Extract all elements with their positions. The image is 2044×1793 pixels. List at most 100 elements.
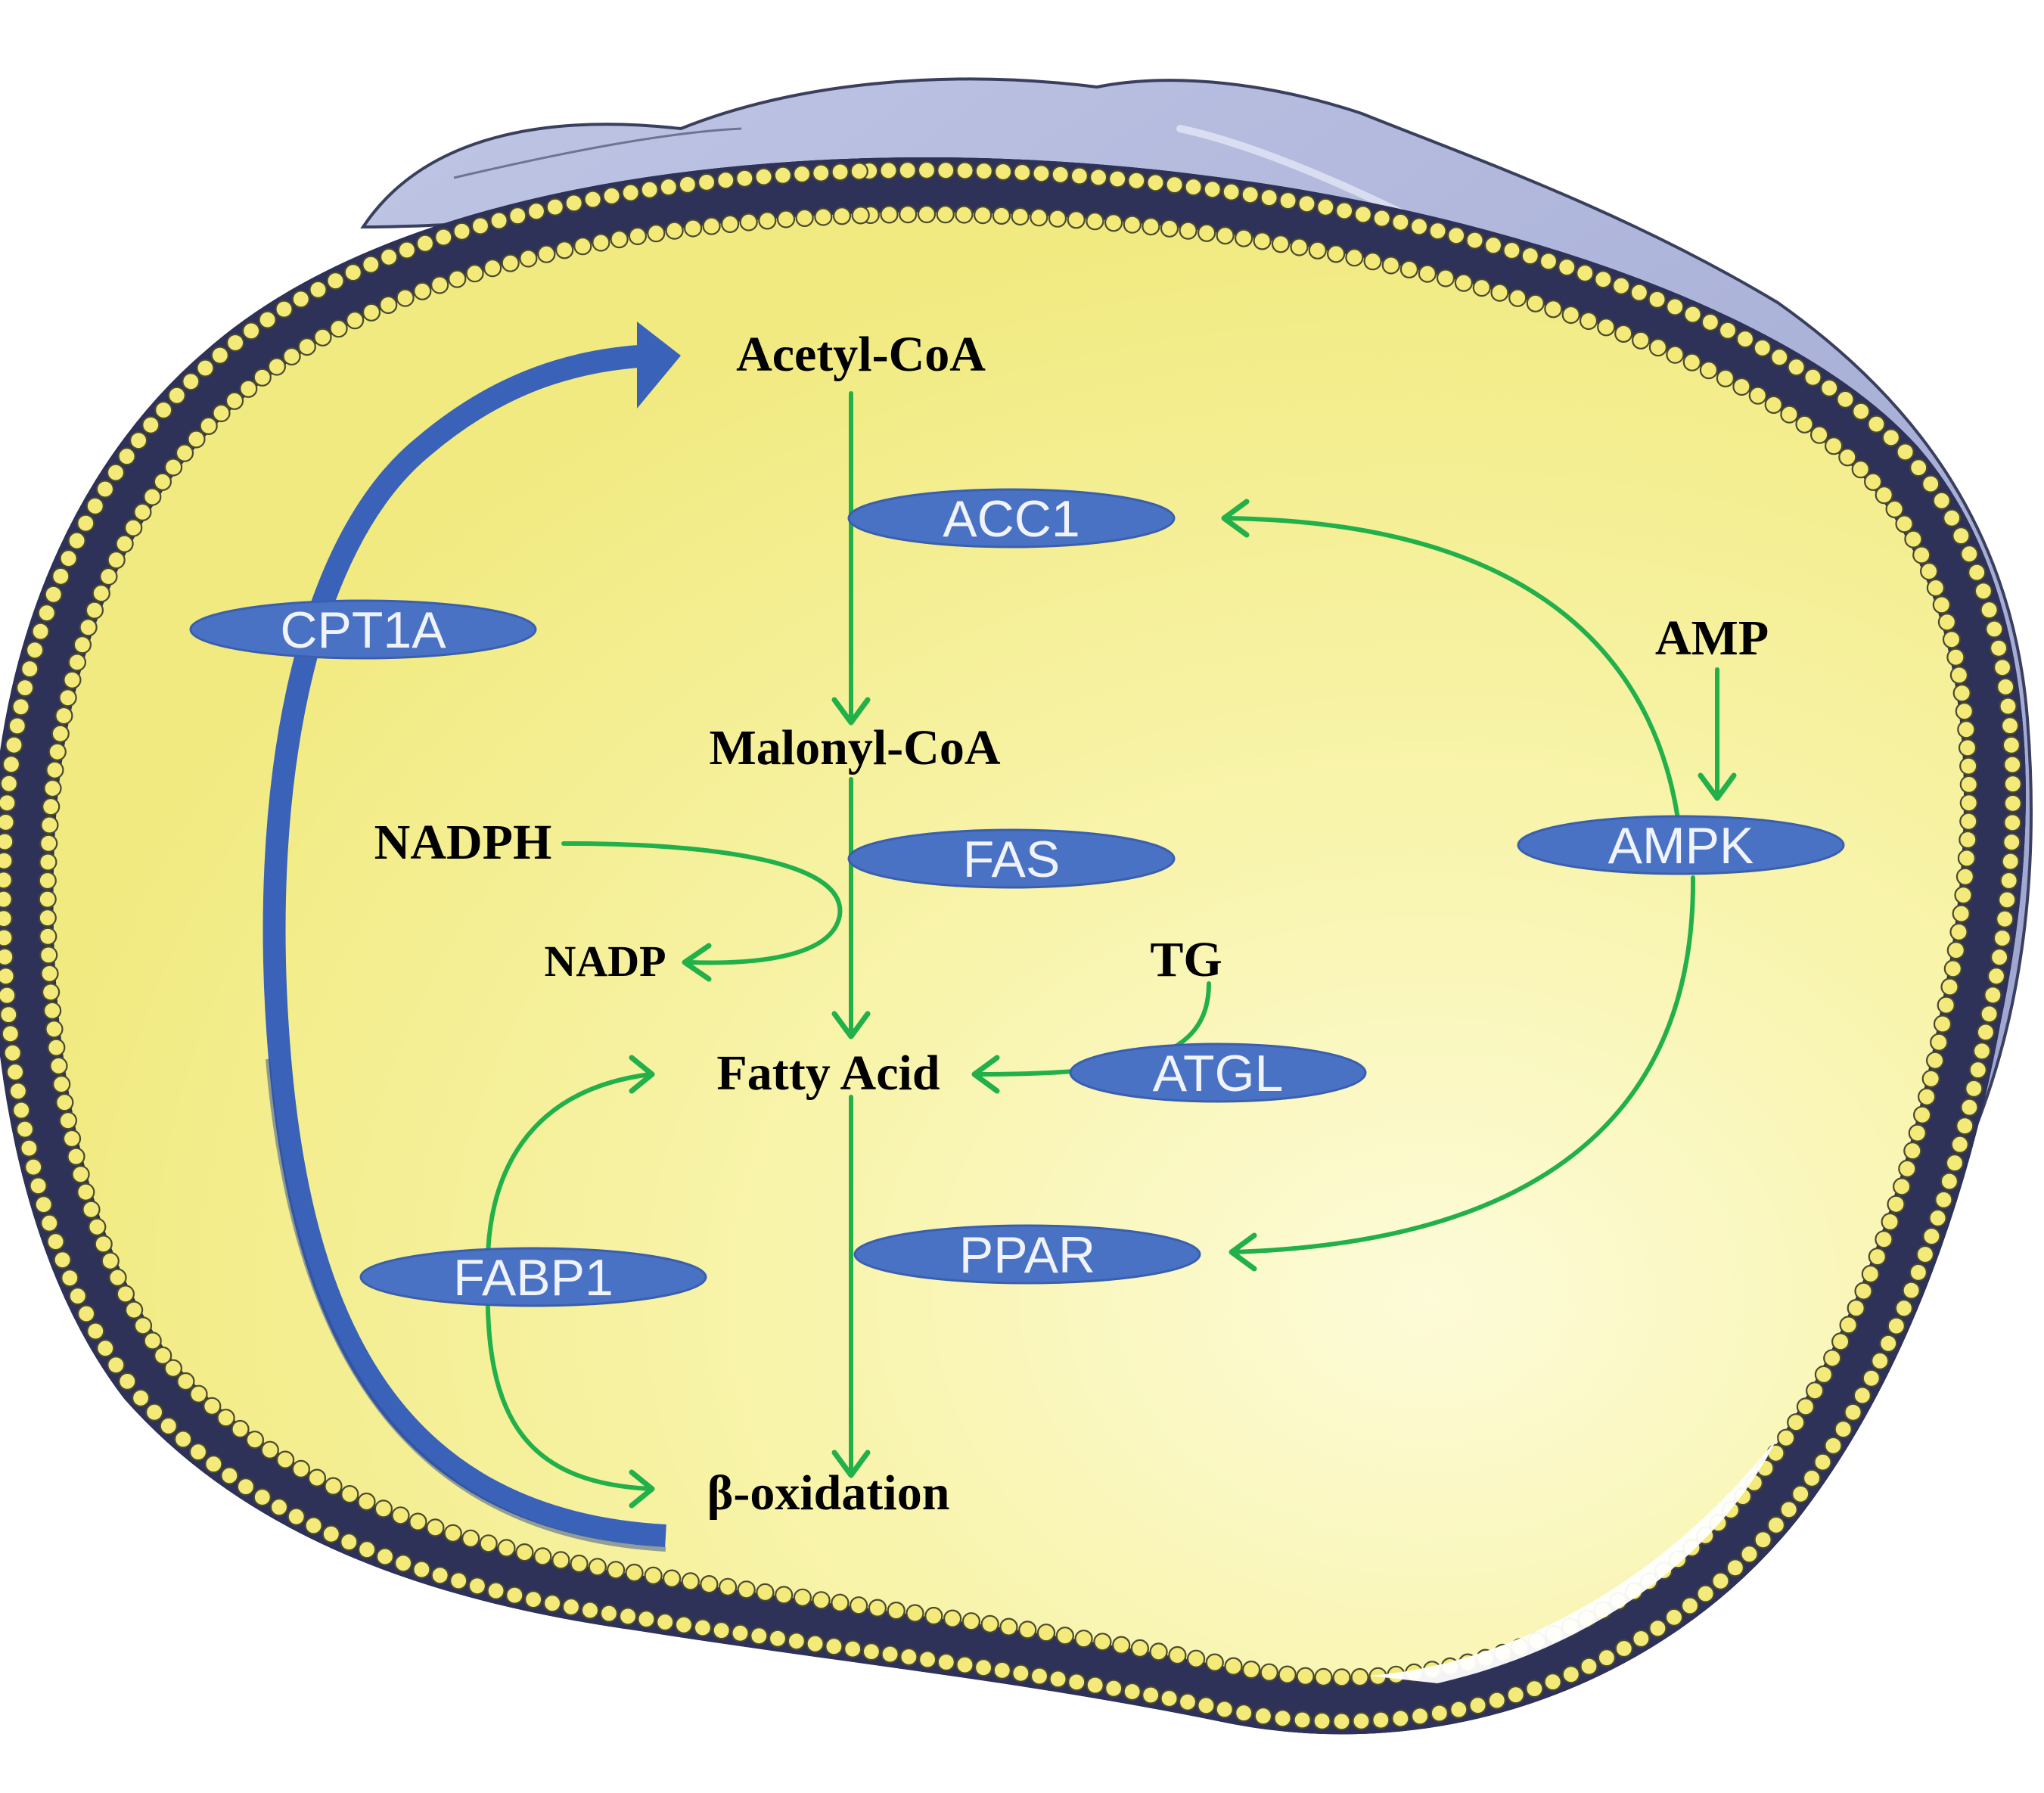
arrow-fa-to-beta-head [831,1450,871,1478]
phospholipid-head [1754,1530,1772,1549]
cpt1a-arrow-head [637,322,681,409]
phospholipid-head [1334,201,1354,220]
phospholipid-head [1436,269,1455,287]
phospholipid-head [1222,182,1241,201]
phospholipid-head [154,1346,172,1366]
phospholipid-head [1932,595,1951,614]
phospholipid-head [1597,1649,1616,1667]
phospholipid-head [1976,1023,1995,1042]
phospholipid-head [124,518,143,537]
enzyme-ampk: AMPK [1517,815,1845,875]
enzyme-fas-label: FAS [963,831,1061,888]
phospholipid-head [54,706,73,726]
phospholipid-head [379,295,398,314]
phospholipid-head [1985,620,2004,639]
phospholipid-head [309,280,328,299]
phospholipid-head [79,618,98,637]
phospholipid-head [606,1561,626,1580]
phospholipid-head [1363,252,1382,271]
phospholipid-head [1271,235,1291,253]
phospholipid-head [449,1571,468,1590]
phospholipid-head [1178,1692,1198,1711]
phospholipid-head [413,281,432,300]
phospholipid-head [1290,238,1309,256]
phospholipid-head [1293,1711,1312,1729]
phospholipid-head [537,244,556,263]
phospholipid-head [1241,1661,1261,1680]
phospholipid-head [258,310,277,329]
phospholipid-head [523,1590,543,1609]
phospholipid-head [1468,1696,1487,1715]
arrow-ampk-to-acc1 [1223,516,1683,846]
phospholipid-head [260,1440,279,1459]
phospholipid-head [527,202,546,221]
phospholipid-head [1999,871,2018,890]
phospholipid-head [1278,191,1297,210]
phospholipid-head [40,1213,59,1232]
phospholipid-head [1123,1682,1142,1701]
phospholipid-head [1928,1208,1947,1228]
phospholipid-head [1834,1419,1853,1439]
phospholipid-head [814,207,833,226]
phospholipid-head [756,1583,775,1602]
phospholipid-head [187,430,206,449]
phospholipid-head [1487,1691,1506,1710]
phospholipid-head [1959,830,1977,850]
phospholipid-head [1,1024,20,1043]
phospholipid-head [210,346,229,365]
phospholipid-head [1579,311,1598,331]
phospholipid-head [1632,1629,1651,1649]
phospholipid-head [86,1322,105,1341]
phospholipid-head [1959,757,1978,775]
phospholipid-head [203,1397,222,1415]
phospholipid-head [1716,368,1735,387]
phospholipid-head [0,1005,18,1024]
enzyme-cpt1a-label: CPT1A [280,601,446,659]
phospholipid-head [39,927,57,946]
phospholipid-head [1777,1428,1796,1447]
phospholipid-head [15,678,35,698]
phospholipid-head [374,1499,393,1518]
phospholipid-head [1787,1413,1806,1432]
phospholipid-head [2002,735,2021,755]
phospholipid-head [1823,1349,1842,1368]
phospholipid-head [812,1591,831,1610]
phospholipid-head [1030,208,1048,227]
phospholipid-head [132,1388,151,1408]
phospholipid-head [1506,1686,1525,1704]
phospholipid-head [174,1430,193,1449]
phospholipid-head [1875,1230,1893,1249]
phospholipid-head [269,1498,289,1517]
phospholipid-head [1940,1172,1959,1191]
phospholipid-head [71,1165,90,1184]
phospholipid-head [881,1645,899,1664]
arrow-fabp1-to-fa-head [629,1055,655,1094]
phospholipid-head [412,1560,431,1579]
phospholipid-head [955,1655,974,1674]
phospholipid-head [1960,545,1979,564]
phospholipid-head [1260,188,1278,207]
phospholipid-head [59,548,78,568]
phospholipid-head [1824,1436,1843,1456]
phospholipid-head [1868,1247,1887,1266]
phospholipid-head [1666,345,1685,364]
phospholipid-head [1915,1245,1934,1264]
phospholipid-head [1345,248,1364,267]
phospholipid-head [24,1158,43,1176]
phospholipid-head [795,208,814,227]
phospholipid-head [602,186,621,205]
phospholipid-head [2,755,20,774]
phospholipid-head [570,1554,589,1574]
phospholipid-head [1990,639,2008,657]
phospholipid-head [1958,738,1977,757]
phospholipid-head [681,1572,700,1591]
phospholipid-head [1980,1005,1999,1024]
phospholipid-head [993,162,1013,182]
phospholipid-head [697,172,716,191]
phospholipid-head [489,211,508,230]
phospholipid-head [1205,1653,1224,1672]
phospholipid-head [1314,1667,1333,1686]
phospholipid-head [117,447,136,466]
phospholipid-head [1149,1642,1168,1661]
enzyme-acc1: ACC1 [847,488,1176,548]
